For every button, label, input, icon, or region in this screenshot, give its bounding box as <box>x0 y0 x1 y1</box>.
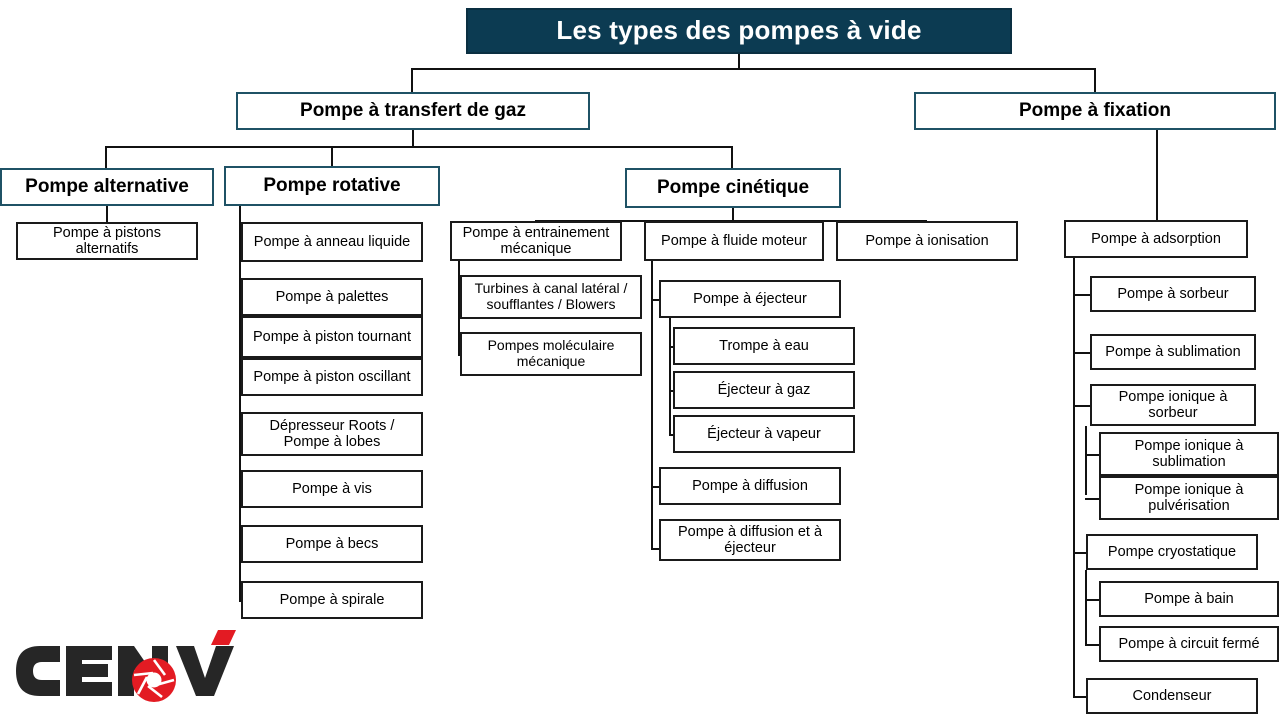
node-pompe-alternative[interactable]: Pompe alternative <box>0 168 214 206</box>
leaf-pompe-a-sublimation[interactable]: Pompe à sublimation <box>1090 334 1256 370</box>
leaf-pompe-a-pistons-alternatifs[interactable]: Pompe à pistons alternatifs <box>16 222 198 260</box>
connector-transfert-stem <box>412 130 414 146</box>
connector-fm-1 <box>651 299 663 301</box>
connector-title-bus <box>411 68 1095 70</box>
leaf-pompe-a-spirale[interactable]: Pompe à spirale <box>241 581 423 619</box>
leaf-pompe-ionique-a-sublimation[interactable]: Pompe ionique à sublimation <box>1099 432 1279 476</box>
leaf-pompes-moleculaire-mecanique[interactable]: Pompes moléculaire mécanique <box>460 332 642 376</box>
connector-to-rotative <box>331 146 333 168</box>
leaf-pompe-a-bain[interactable]: Pompe à bain <box>1099 581 1279 617</box>
connector-ads-3 <box>1073 405 1099 407</box>
connector-title-stem <box>738 54 740 68</box>
leaf-pompe-a-ionisation[interactable]: Pompe à ionisation <box>836 221 1018 261</box>
leaf-pompe-cryostatique[interactable]: Pompe cryostatique <box>1086 534 1258 570</box>
diagram-title: Les types des pompes à vide <box>466 8 1012 54</box>
connector-ion-2 <box>1085 498 1101 500</box>
connector-to-fixation <box>1094 68 1096 92</box>
connector-cryo-2 <box>1085 644 1101 646</box>
connector-to-cinetique <box>731 146 733 168</box>
connector-cinetique-stem <box>732 208 734 220</box>
leaf-pompe-a-piston-tournant[interactable]: Pompe à piston tournant <box>241 316 423 358</box>
leaf-pompe-ionique-a-pulverisation[interactable]: Pompe ionique à pulvérisation <box>1099 476 1279 520</box>
connector-alternative-stem <box>106 206 108 222</box>
node-pompe-a-fixation[interactable]: Pompe à fixation <box>914 92 1276 130</box>
connector-ads-2 <box>1073 352 1099 354</box>
connector-cryo-spine <box>1085 570 1087 645</box>
leaf-pompe-ionique-a-sorbeur[interactable]: Pompe ionique à sorbeur <box>1090 384 1256 426</box>
leaf-pompe-a-fluide-moteur[interactable]: Pompe à fluide moteur <box>644 221 824 261</box>
leaf-pompe-a-sorbeur[interactable]: Pompe à sorbeur <box>1090 276 1256 312</box>
leaf-ejecteur-a-gaz[interactable]: Éjecteur à gaz <box>673 371 855 409</box>
leaf-pompe-a-circuit-ferme[interactable]: Pompe à circuit fermé <box>1099 626 1279 662</box>
node-pompe-cinetique[interactable]: Pompe cinétique <box>625 168 841 208</box>
connector-ads-1 <box>1073 294 1099 296</box>
cenov-logo <box>16 630 236 702</box>
connector-to-transfert <box>411 68 413 92</box>
leaf-pompe-a-palettes[interactable]: Pompe à palettes <box>241 278 423 316</box>
connector-ejecteur-spine <box>669 318 671 434</box>
connector-entrainement-spine <box>458 261 460 356</box>
leaf-trompe-a-eau[interactable]: Trompe à eau <box>673 327 855 365</box>
connector-fluide-spine <box>651 261 653 550</box>
connector-ionique-spine <box>1085 426 1087 495</box>
leaf-turbines-a-canal-lateral[interactable]: Turbines à canal latéral / soufflantes /… <box>460 275 642 319</box>
leaf-pompe-a-diffusion[interactable]: Pompe à diffusion <box>659 467 841 505</box>
leaf-condenseur[interactable]: Condenseur <box>1086 678 1258 714</box>
connector-level3-bus <box>105 146 733 148</box>
connector-cryo-1 <box>1085 599 1101 601</box>
leaf-pompe-a-entrainement-mecanique[interactable]: Pompe à entrainement mécanique <box>450 221 622 261</box>
leaf-pompe-a-ejecteur[interactable]: Pompe à éjecteur <box>659 280 841 318</box>
node-pompe-rotative[interactable]: Pompe rotative <box>224 166 440 206</box>
leaf-ejecteur-a-vapeur[interactable]: Éjecteur à vapeur <box>673 415 855 453</box>
connector-fm-3 <box>651 548 663 550</box>
leaf-pompe-a-becs[interactable]: Pompe à becs <box>241 525 423 563</box>
connector-fixation-stem <box>1156 130 1158 220</box>
leaf-pompe-a-anneau-liquide[interactable]: Pompe à anneau liquide <box>241 222 423 262</box>
connector-fm-2 <box>651 486 663 488</box>
leaf-pompe-a-diffusion-et-a-ejecteur[interactable]: Pompe à diffusion et à éjecteur <box>659 519 841 561</box>
connector-adsorption-spine <box>1073 258 1075 697</box>
leaf-pompe-a-piston-oscillant[interactable]: Pompe à piston oscillant <box>241 358 423 396</box>
leaf-depresseur-roots-pompe-a-lobes[interactable]: Dépresseur Roots / Pompe à lobes <box>241 412 423 456</box>
leaf-pompe-a-vis[interactable]: Pompe à vis <box>241 470 423 508</box>
leaf-pompe-a-adsorption[interactable]: Pompe à adsorption <box>1064 220 1248 258</box>
connector-to-alternative <box>105 146 107 168</box>
node-pompe-a-transfert-de-gaz[interactable]: Pompe à transfert de gaz <box>236 92 590 130</box>
connector-rotative-spine <box>239 206 241 602</box>
connector-ion-1 <box>1085 454 1101 456</box>
